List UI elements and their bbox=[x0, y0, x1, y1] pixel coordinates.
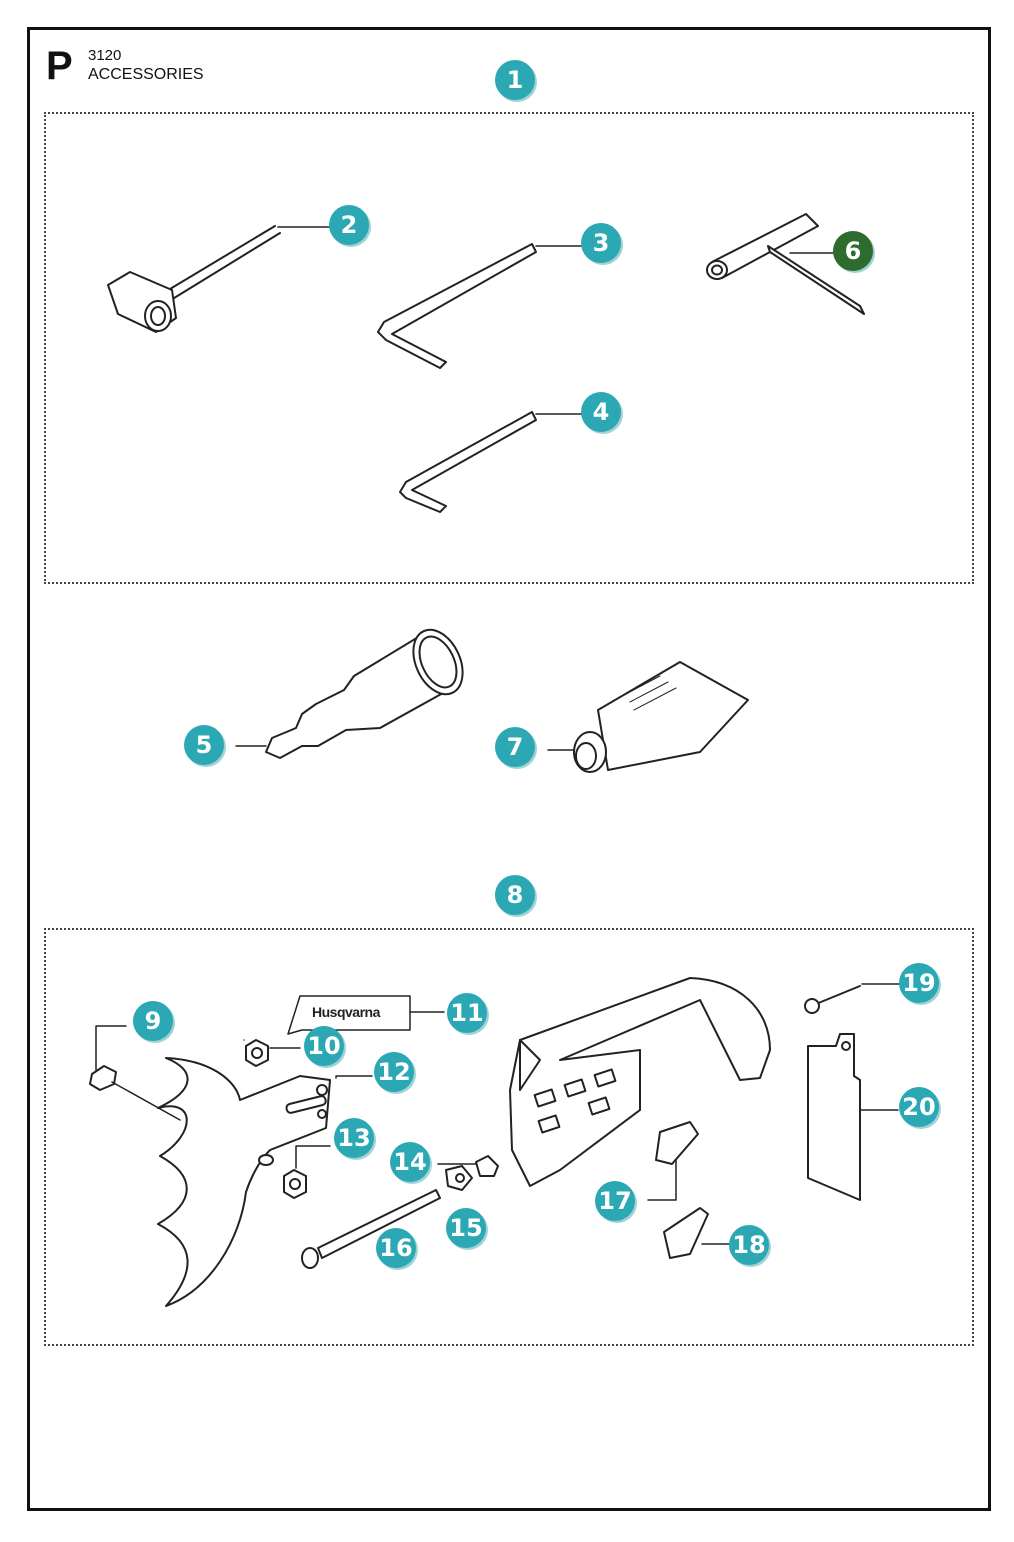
decal-text: Husqvarna bbox=[312, 1004, 380, 1020]
screw-and-plate-drawing bbox=[804, 983, 901, 1201]
decal-drawing bbox=[287, 995, 445, 1035]
callout-11: 11 bbox=[447, 993, 487, 1033]
callout-10: 10 bbox=[304, 1026, 344, 1066]
hex-key-short-drawing bbox=[399, 411, 585, 513]
kit-group-8-box bbox=[44, 928, 974, 1346]
callout-18: 18 bbox=[729, 1225, 769, 1265]
callout-12: 12 bbox=[374, 1052, 414, 1092]
callout-5: 5 bbox=[184, 725, 224, 765]
callout-7: 7 bbox=[495, 727, 535, 767]
callout-20: 20 bbox=[899, 1087, 939, 1127]
callout-8: 8 bbox=[495, 875, 535, 915]
kit-group-1-box bbox=[44, 112, 974, 584]
callout-6: 6 bbox=[833, 231, 873, 271]
callout-14: 14 bbox=[390, 1142, 430, 1182]
section-letter: P bbox=[46, 44, 73, 88]
callout-15: 15 bbox=[446, 1208, 486, 1248]
bolt-drawing bbox=[301, 1155, 499, 1269]
callout-9: 9 bbox=[133, 1001, 173, 1041]
callout-19: 19 bbox=[899, 963, 939, 1003]
callout-17: 17 bbox=[595, 1181, 635, 1221]
chain-guard-drawing bbox=[509, 977, 771, 1187]
callout-3: 3 bbox=[581, 223, 621, 263]
callout-2: 2 bbox=[329, 205, 369, 245]
piston-stop-tool-drawing bbox=[235, 628, 464, 759]
bumper-spike-drawing bbox=[89, 1025, 331, 1307]
grease-tube-drawing bbox=[547, 661, 749, 773]
page-frame bbox=[27, 27, 991, 1511]
nuts-drawing bbox=[245, 1039, 373, 1199]
guard-clips-drawing bbox=[647, 1121, 731, 1259]
section-code: 3120 bbox=[88, 47, 122, 64]
callout-13: 13 bbox=[334, 1118, 374, 1158]
hex-key-long-drawing bbox=[377, 243, 585, 369]
callout-4: 4 bbox=[581, 392, 621, 432]
section-title: ACCESSORIES bbox=[88, 66, 204, 83]
callout-16: 16 bbox=[376, 1228, 416, 1268]
t-wrench-drawing bbox=[706, 213, 865, 315]
callout-1: 1 bbox=[495, 60, 535, 100]
combination-spanner-drawing bbox=[107, 225, 333, 333]
